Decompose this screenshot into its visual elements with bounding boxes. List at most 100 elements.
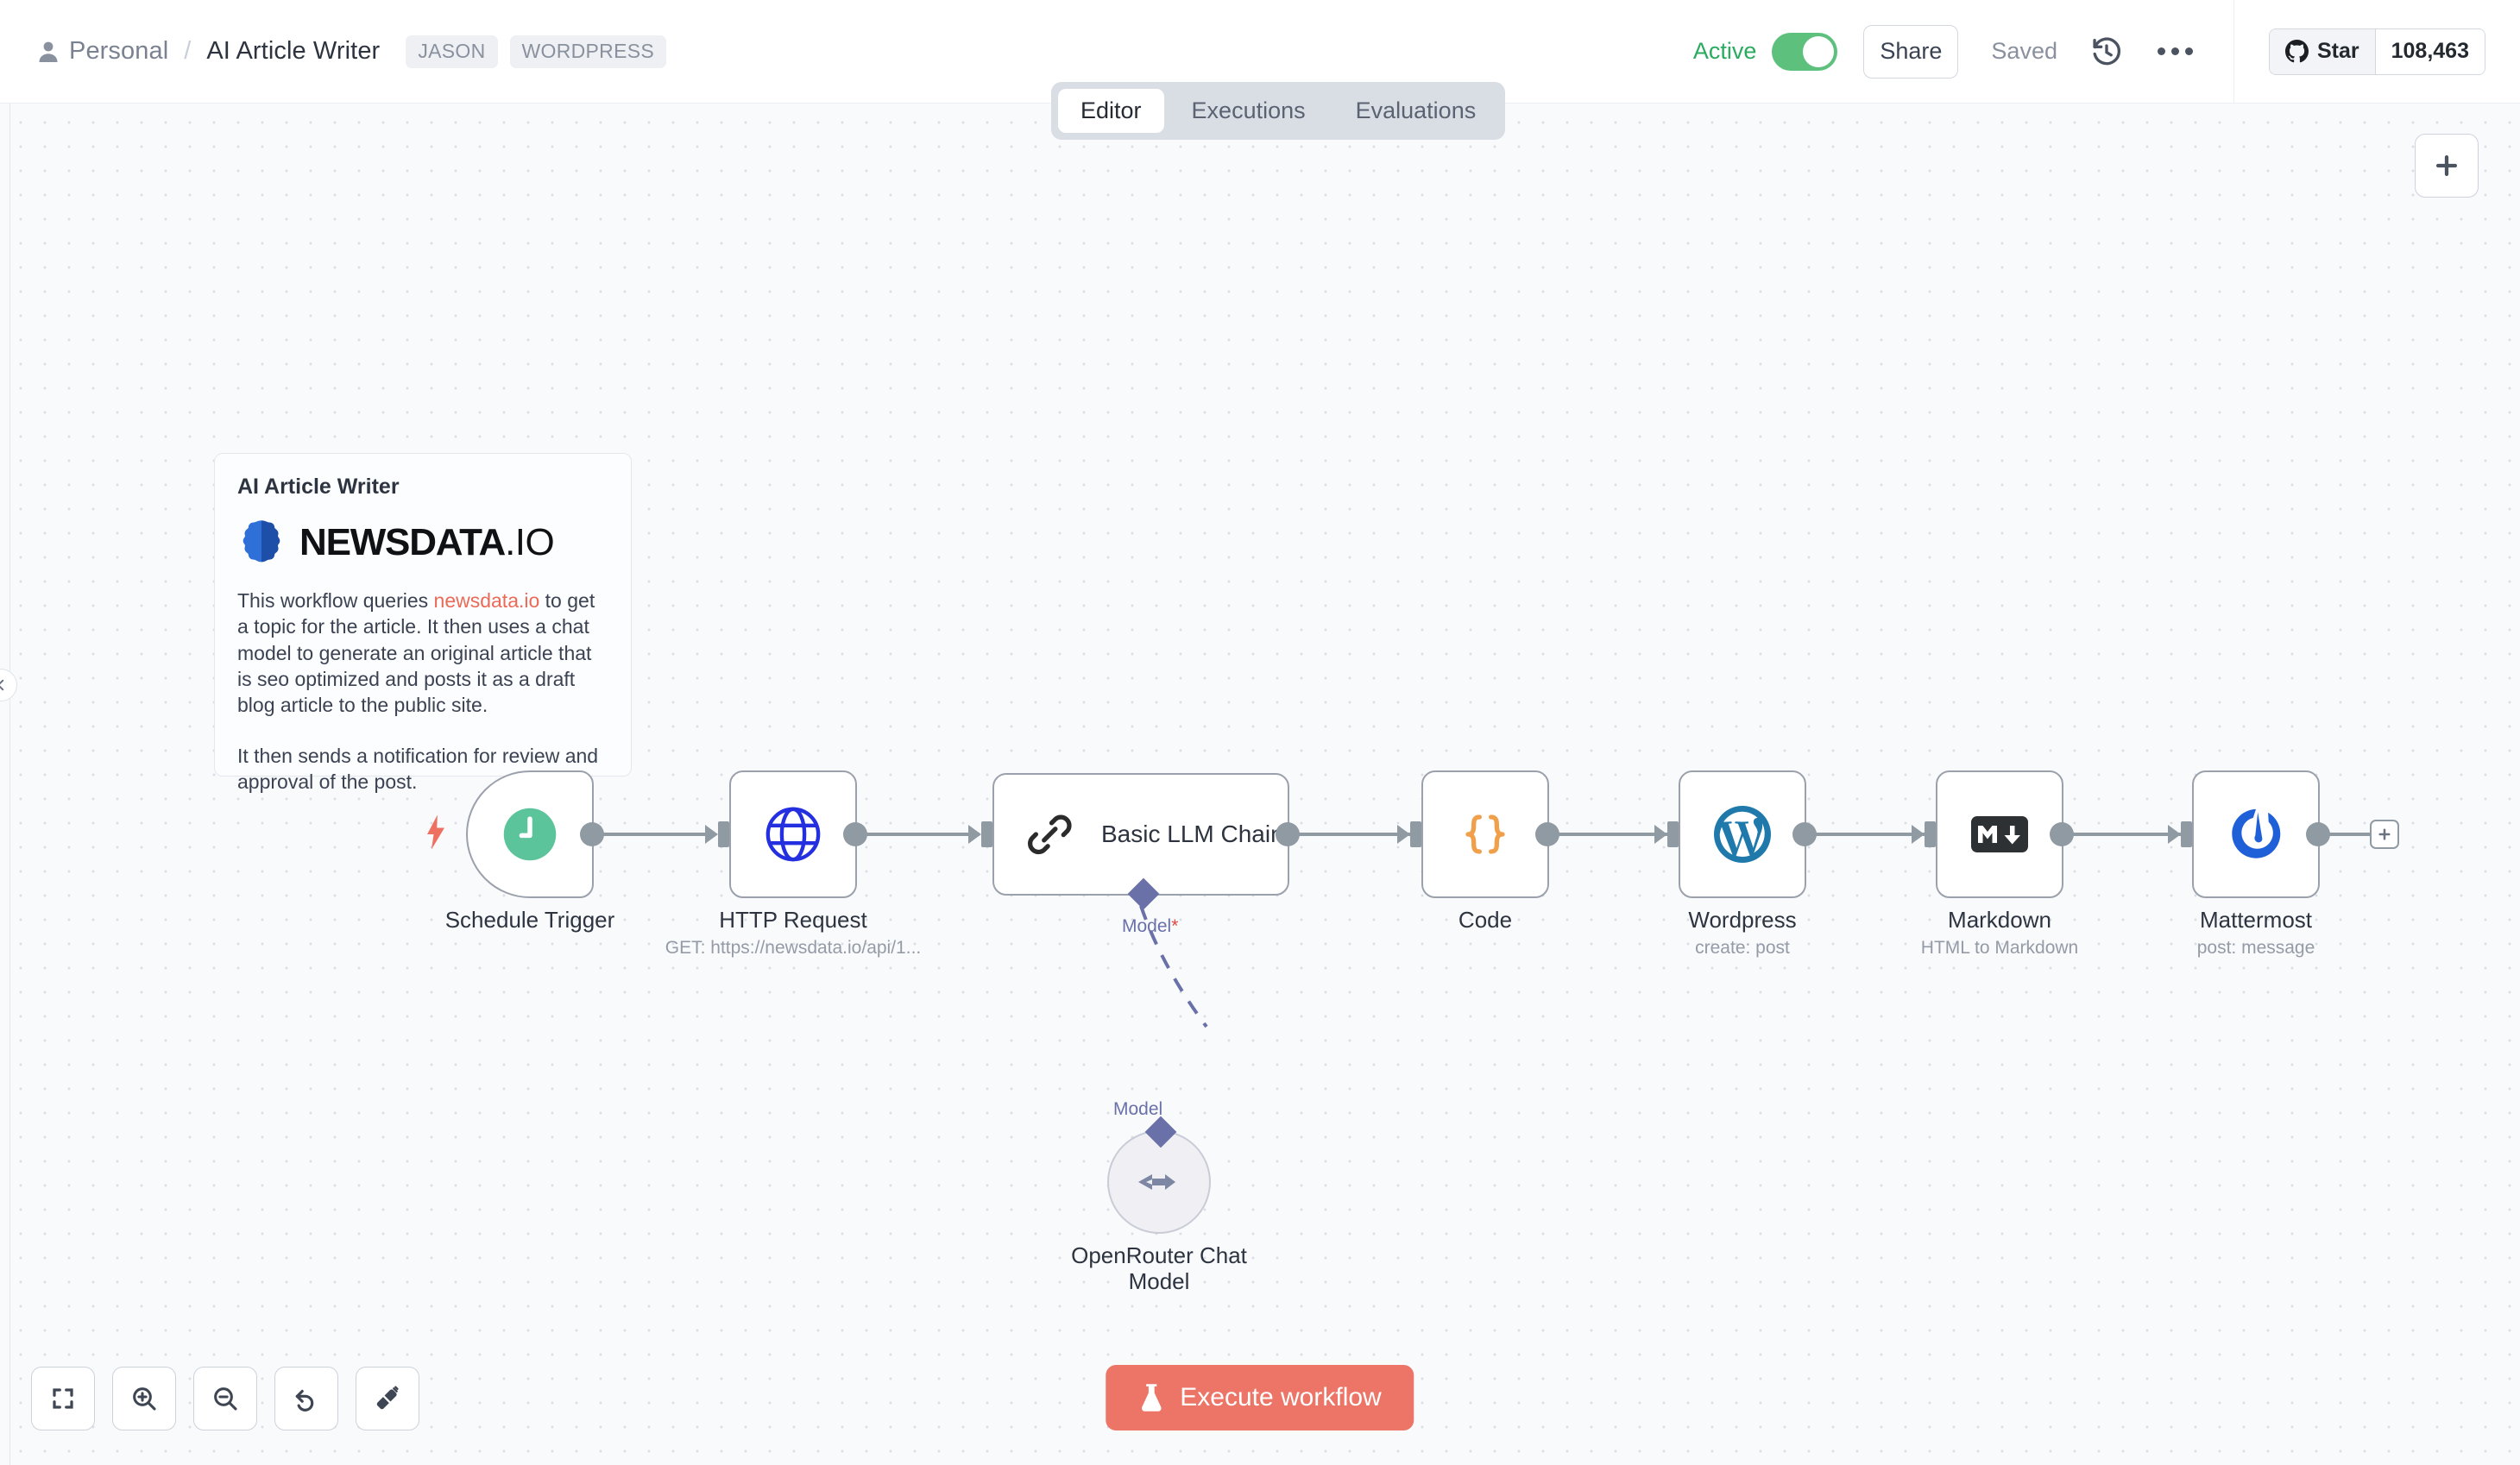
newsdata-brain-icon bbox=[243, 520, 280, 563]
node-openrouter-chat-model[interactable]: OpenRouter Chat Model bbox=[1071, 1116, 1247, 1294]
trigger-bolt-icon bbox=[423, 814, 449, 854]
history-icon[interactable] bbox=[2087, 32, 2126, 72]
wordpress-subtitle: create: post bbox=[1695, 938, 1790, 958]
sticky-note-title: AI Article Writer bbox=[237, 475, 400, 499]
zoom-out-button[interactable] bbox=[193, 1367, 257, 1430]
execute-workflow-label: Execute workflow bbox=[1180, 1383, 1382, 1412]
node-wordpress[interactable]: Wordpress create: post bbox=[1667, 770, 1817, 958]
workflow-canvas[interactable]: AI Article Writer NEWSDATA.IO This workf… bbox=[0, 104, 2520, 1465]
wire-code-to-wordpress bbox=[1549, 833, 1674, 836]
markdown-box[interactable] bbox=[1925, 770, 2074, 898]
globe-icon bbox=[765, 807, 821, 862]
mattermost-input-port[interactable] bbox=[2181, 821, 2192, 847]
github-star-label: Star bbox=[2316, 39, 2359, 63]
wire-http-to-llm bbox=[854, 833, 980, 836]
brand-primary: NEWSDATA bbox=[299, 521, 506, 563]
tab-evaluations[interactable]: Evaluations bbox=[1355, 97, 1477, 123]
plus-icon bbox=[2435, 154, 2458, 177]
activate-workflow-toggle[interactable] bbox=[1772, 32, 1838, 71]
github-star-left[interactable]: Star bbox=[2269, 28, 2375, 74]
basic-llm-chain-output-port[interactable] bbox=[1276, 822, 1300, 846]
node-markdown[interactable]: Markdown HTML to Markdown bbox=[1921, 770, 2078, 958]
tag-jason[interactable]: JASON bbox=[406, 35, 498, 68]
node-basic-llm-chain[interactable]: Basic LLM Chain Model* bbox=[981, 773, 1300, 936]
wordpress-input-port[interactable] bbox=[1667, 821, 1679, 847]
http-request-input-port[interactable] bbox=[718, 821, 729, 847]
code-input-port[interactable] bbox=[1410, 821, 1421, 847]
tab-executions[interactable]: Executions bbox=[1191, 97, 1306, 123]
model-port-label-bottom: Model bbox=[1113, 1099, 1163, 1119]
zoom-out-icon bbox=[214, 1387, 237, 1411]
brand-suffix: .IO bbox=[505, 521, 555, 563]
github-icon bbox=[2284, 40, 2309, 63]
tag-wordpress[interactable]: WORDPRESS bbox=[509, 35, 666, 68]
http-request-subtitle: GET: https://newsdata.io/api/1... bbox=[665, 938, 922, 958]
newsdata-brand: NEWSDATA.IO bbox=[237, 519, 608, 567]
plus-icon bbox=[2378, 828, 2391, 840]
canvas-toolbar bbox=[31, 1367, 419, 1430]
chain-link-icon bbox=[1028, 814, 1072, 855]
append-node-button[interactable] bbox=[2370, 820, 2399, 849]
wordpress-label: Wordpress bbox=[1688, 907, 1797, 933]
ellipsis-icon[interactable] bbox=[2156, 32, 2196, 72]
basic-llm-chain-model-port[interactable] bbox=[1127, 877, 1160, 910]
markdown-output-port[interactable] bbox=[2050, 822, 2074, 846]
clock-icon bbox=[503, 808, 557, 861]
github-star-button[interactable]: Star 108,463 bbox=[2268, 28, 2485, 75]
wordpress-output-port[interactable] bbox=[1792, 822, 1817, 846]
reset-zoom-button[interactable] bbox=[274, 1367, 338, 1430]
open-nodes-panel-button[interactable] bbox=[2415, 134, 2479, 198]
mattermost-label: Mattermost bbox=[2199, 907, 2313, 933]
wordpress-icon bbox=[1714, 806, 1771, 863]
tab-editor[interactable]: Editor bbox=[1058, 89, 1164, 133]
basic-llm-chain-box[interactable]: Basic LLM Chain bbox=[981, 773, 1300, 910]
model-port-label-top: Model* bbox=[1122, 916, 1179, 936]
sticky-p1-a: This workflow queries bbox=[237, 589, 434, 612]
schedule-trigger-output-port[interactable] bbox=[580, 822, 604, 846]
fit-view-icon bbox=[53, 1388, 73, 1409]
openrouter-model-port[interactable] bbox=[1144, 1116, 1177, 1148]
node-schedule-trigger[interactable]: Schedule Trigger bbox=[427, 770, 614, 933]
schedule-trigger-box[interactable] bbox=[427, 770, 604, 898]
node-code[interactable]: Code bbox=[1410, 770, 1559, 933]
http-request-output-port[interactable] bbox=[843, 822, 867, 846]
workflow-title[interactable]: AI Article Writer bbox=[206, 37, 381, 65]
openrouter-chat-model-label-line1: OpenRouter Chat bbox=[1071, 1242, 1247, 1268]
basic-llm-chain-title: Basic LLM Chain bbox=[1101, 821, 1284, 847]
workflow-tabs: Editor Executions Evaluations bbox=[1051, 82, 1506, 140]
wire-markdown-to-mattermost bbox=[2063, 833, 2188, 836]
wordpress-box[interactable] bbox=[1667, 770, 1817, 898]
sticky-note[interactable]: AI Article Writer NEWSDATA.IO This workf… bbox=[214, 453, 632, 793]
toggle-knob bbox=[1803, 35, 1835, 67]
newsdata-wordmark: NEWSDATA.IO bbox=[299, 521, 555, 564]
openrouter-chat-model-box[interactable] bbox=[1107, 1116, 1211, 1234]
active-label: Active bbox=[1692, 38, 1757, 64]
markdown-label: Markdown bbox=[1948, 907, 2051, 933]
code-output-port[interactable] bbox=[1535, 822, 1559, 846]
execute-workflow-button[interactable]: Execute workflow bbox=[1106, 1365, 1414, 1430]
github-star-count: 108,463 bbox=[2374, 28, 2485, 74]
node-mattermost[interactable]: Mattermost post: message bbox=[2181, 770, 2330, 958]
canvas-left-divider bbox=[9, 104, 10, 1465]
breadcrumb-project[interactable]: Personal bbox=[69, 37, 169, 65]
header-actions: Active Share Saved Star bbox=[1693, 0, 2520, 103]
mattermost-box[interactable] bbox=[2181, 770, 2330, 898]
basic-llm-chain-input-port[interactable] bbox=[981, 821, 992, 847]
ellipsis-dots bbox=[2158, 47, 2194, 55]
code-box[interactable] bbox=[1410, 770, 1559, 898]
zoom-in-button[interactable] bbox=[112, 1367, 176, 1430]
markdown-input-port[interactable] bbox=[1925, 821, 1936, 847]
person-icon bbox=[39, 41, 58, 62]
sidebar-collapse-handle[interactable] bbox=[0, 669, 17, 701]
newsdata-link[interactable]: newsdata.io bbox=[433, 589, 540, 612]
fit-view-button[interactable] bbox=[31, 1367, 95, 1430]
http-request-box[interactable] bbox=[718, 770, 867, 898]
node-http-request[interactable]: HTTP Request GET: https://newsdata.io/ap… bbox=[665, 770, 921, 958]
schedule-trigger-label: Schedule Trigger bbox=[444, 907, 615, 933]
tidy-up-button[interactable] bbox=[356, 1367, 419, 1430]
mattermost-output-port[interactable] bbox=[2306, 822, 2330, 846]
share-button[interactable]: Share bbox=[1863, 24, 1959, 79]
chevron-left-icon bbox=[0, 679, 4, 691]
sticky-note-paragraph-2: It then sends a notification for review … bbox=[237, 744, 599, 794]
mattermost-subtitle: post: message bbox=[2196, 938, 2315, 958]
